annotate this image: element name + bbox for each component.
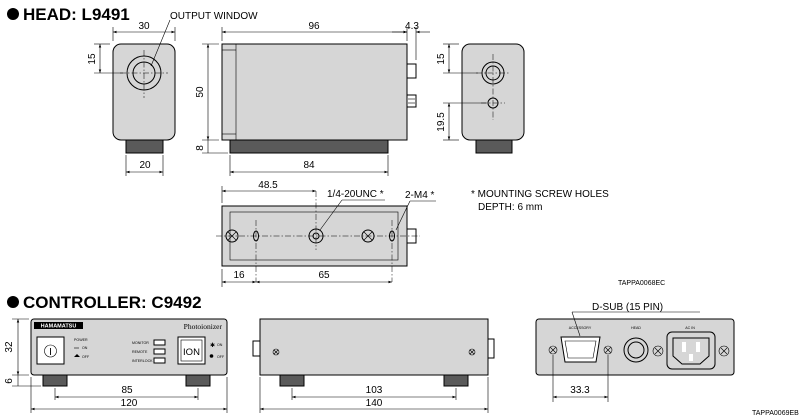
dim-rear-top: 15 <box>436 53 447 65</box>
dim-side-foot: 8 <box>195 145 206 151</box>
power-label: POWER <box>74 338 88 342</box>
controller-section-title: CONTROLLER: C9492 <box>23 293 202 312</box>
remote-label: REMOTE <box>132 350 148 354</box>
brand-label: HAMAMATSU <box>41 324 77 330</box>
bullet-icon <box>7 296 19 308</box>
dim-controller-height: 32 <box>4 341 15 353</box>
mounting-note-line2: DEPTH: 6 mm <box>478 202 542 213</box>
model-label: Photoionizer <box>184 322 223 331</box>
dim-controller-side-width: 140 <box>366 398 383 409</box>
controller-figure-code: TAPPA0069EB <box>752 410 799 417</box>
off-label: OFF <box>82 355 90 359</box>
dim-bottom-offset: 48.5 <box>258 180 278 191</box>
dim-controller-front-span: 85 <box>121 385 133 396</box>
controller-side-view <box>252 318 495 387</box>
dim-front-height-top: 15 <box>87 53 98 65</box>
head-label: HEAD <box>631 326 641 330</box>
center-hole-label: 1/4-20UNC * <box>327 189 384 200</box>
dim-side-base: 84 <box>303 160 315 171</box>
on-label: ON <box>82 346 88 350</box>
dim-front-bottom-width: 20 <box>139 160 151 171</box>
side-holes-label: 2-M4 * <box>405 190 435 201</box>
controller-front-panel: HAMAMATSU Photoionizer I POWER ON OFF MO… <box>30 318 228 387</box>
head-figure-code: TAPPA0068EC <box>618 280 665 287</box>
dim-bottom-left: 16 <box>233 270 245 281</box>
dim-side-connector: 4.3 <box>405 21 419 32</box>
ion-off-label: OFF <box>217 355 225 359</box>
ion-on-label: ON <box>217 343 223 347</box>
output-window-label: OUTPUT WINDOW <box>170 11 258 22</box>
dim-rear-bottom: 19.5 <box>436 112 447 132</box>
head-bottom-view <box>216 191 420 282</box>
head-side-view <box>221 43 417 154</box>
indicator-dot-icon <box>209 354 214 358</box>
dim-side-length: 96 <box>308 21 320 32</box>
power-switch-icon: I <box>49 347 52 358</box>
controller-rear-panel: ACCESSORY HEAD AC IN <box>535 318 735 376</box>
dim-bottom-span: 65 <box>318 270 330 281</box>
dim-front-width: 30 <box>138 21 150 32</box>
dim-controller-front-width: 120 <box>121 398 138 409</box>
dsub-label: D-SUB (15 PIN) <box>592 302 663 313</box>
monitor-label: MONITOR <box>132 341 149 345</box>
sun-icon: ✱ <box>210 342 215 349</box>
dim-rear-offset: 33.3 <box>570 385 590 396</box>
interlock-label: INTERLOCK <box>132 359 153 363</box>
head-rear-view <box>461 43 525 154</box>
head-section-title: HEAD: L9491 <box>23 5 130 24</box>
mounting-note-line1: * MOUNTING SCREW HOLES <box>471 189 609 200</box>
accessory-label: ACCESSORY <box>569 326 592 330</box>
ion-button-label: ION <box>183 347 200 358</box>
head-front-view <box>112 19 176 154</box>
dim-controller-foot: 6 <box>4 378 15 384</box>
dim-controller-side-span: 103 <box>366 385 383 396</box>
ac-in-label: AC IN <box>685 326 695 330</box>
dim-side-height: 50 <box>195 86 206 98</box>
bullet-icon <box>7 8 19 20</box>
